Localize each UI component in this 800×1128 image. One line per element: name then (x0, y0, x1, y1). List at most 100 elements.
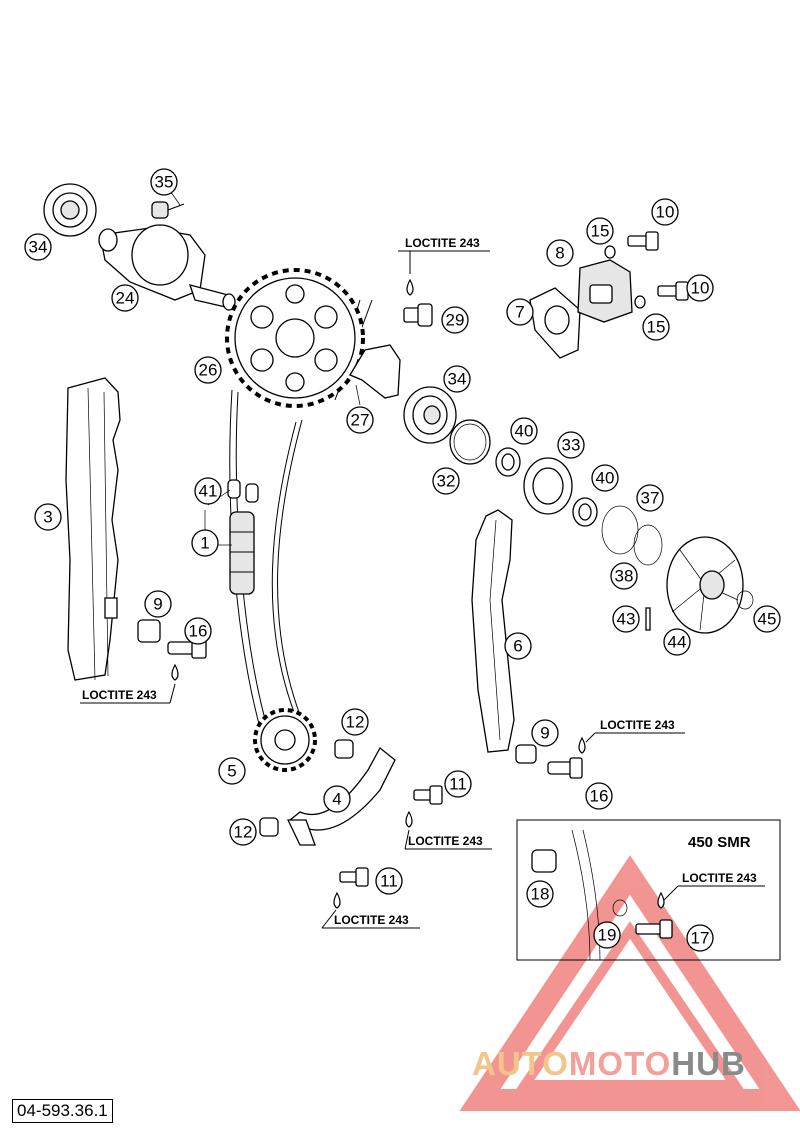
bolt-11-top (405, 785, 443, 828)
svg-text:3: 3 (43, 508, 52, 527)
svg-text:LOCTITE 243: LOCTITE 243 (408, 834, 483, 848)
svg-text:LOCTITE 243: LOCTITE 243 (82, 688, 157, 702)
loctite-note-3: LOCTITE 243 (600, 718, 675, 732)
svg-text:8: 8 (555, 244, 564, 263)
cam-sprocket-26 (225, 268, 365, 408)
callout-40-bottom: 40 (591, 464, 619, 492)
callout-16-left: 16 (184, 617, 212, 645)
loctite-note-6: LOCTITE 243 (682, 871, 757, 885)
watermark-text: AUTOMOTOHUB (472, 1045, 746, 1083)
svg-text:4: 4 (332, 790, 341, 809)
loctite-note-4: LOCTITE 243 (408, 834, 483, 848)
svg-text:19: 19 (598, 926, 617, 945)
callout-9-left: 9 (144, 590, 172, 618)
washer-15-bottom (634, 295, 646, 309)
callout-45: 45 (753, 605, 781, 633)
callout-15-top: 15 (586, 217, 614, 245)
gasket-7 (529, 287, 581, 359)
watermark-part-moto: MOTO (568, 1045, 672, 1082)
svg-text:38: 38 (615, 567, 634, 586)
callout-34-right: 34 (443, 365, 471, 393)
callout-9-right: 9 (531, 719, 559, 747)
svg-text:9: 9 (540, 724, 549, 743)
svg-text:LOCTITE 243: LOCTITE 243 (405, 236, 480, 250)
callout-19: 19 (593, 921, 621, 949)
document-number: 04-593.36.1 (12, 1099, 113, 1123)
callout-4: 4 (323, 785, 351, 813)
callout-27: 27 (346, 406, 374, 434)
svg-text:6: 6 (513, 637, 522, 656)
callout-11-top: 11 (444, 770, 472, 798)
tensioner-8 (577, 259, 633, 323)
callout-12-bottom: 12 (229, 818, 257, 846)
svg-text:1: 1 (200, 534, 209, 553)
svg-text:11: 11 (449, 775, 467, 794)
o-ring-32 (449, 419, 491, 465)
callout-43: 43 (612, 605, 640, 633)
bushing-9-left (137, 619, 161, 643)
bearing-40-top (495, 447, 521, 477)
callout-29: 29 (441, 306, 469, 334)
svg-text:26: 26 (199, 361, 218, 380)
svg-text:11: 11 (380, 872, 398, 891)
svg-text:7: 7 (515, 303, 524, 322)
inset-box (516, 819, 781, 961)
loctite-note-2: LOCTITE 243 (82, 688, 157, 702)
callout-15-bottom: 15 (642, 313, 670, 341)
svg-text:17: 17 (691, 929, 710, 948)
svg-text:10: 10 (656, 203, 675, 222)
watermark-part-auto: AUTO (472, 1045, 569, 1082)
callout-24: 24 (111, 284, 139, 312)
tensioner-block-27 (349, 344, 401, 399)
svg-text:33: 33 (562, 436, 581, 455)
callout-12-top: 12 (341, 708, 369, 736)
svg-text:27: 27 (351, 411, 370, 430)
bushing-18 (531, 849, 557, 873)
bolt-29 (403, 278, 433, 327)
pin-43 (645, 607, 651, 631)
callout-44: 44 (663, 628, 691, 656)
impeller-44 (666, 536, 744, 634)
bearing-34-left (43, 183, 97, 237)
callout-32: 32 (432, 467, 460, 495)
chain-guide-rail-6 (471, 509, 515, 753)
callout-11-bottom: 11 (375, 867, 403, 895)
bushing-12-top (334, 739, 354, 759)
svg-text:LOCTITE 243: LOCTITE 243 (600, 718, 675, 732)
bolt-10-top (627, 231, 659, 251)
bolt-16-right (547, 736, 586, 779)
svg-text:LOCTITE 243: LOCTITE 243 (334, 913, 409, 927)
svg-text:29: 29 (446, 311, 465, 330)
svg-text:32: 32 (437, 472, 456, 491)
loctite-note-5: LOCTITE 243 (334, 913, 409, 927)
washer-19 (612, 899, 628, 917)
callout-37: 37 (636, 484, 664, 512)
seal-33 (523, 457, 573, 515)
svg-text:9: 9 (153, 595, 162, 614)
chain-link-41 (227, 479, 259, 503)
svg-text:18: 18 (531, 885, 550, 904)
callout-33: 33 (557, 431, 585, 459)
chain-guide-rail-3 (65, 377, 121, 681)
callout-8: 8 (546, 239, 574, 267)
svg-text:43: 43 (617, 610, 636, 629)
camshaft-24 (98, 224, 236, 311)
svg-text:35: 35 (155, 173, 174, 192)
o-ring-38 (601, 505, 639, 555)
callout-3: 3 (34, 503, 62, 531)
callout-26: 26 (194, 356, 222, 384)
inset-title: 450 SMR (688, 834, 751, 851)
svg-text:12: 12 (234, 823, 253, 842)
svg-text:15: 15 (647, 318, 666, 337)
svg-text:LOCTITE 243: LOCTITE 243 (682, 871, 757, 885)
loctite-note-1: LOCTITE 243 (405, 236, 480, 250)
circlip-45 (736, 590, 754, 610)
svg-text:5: 5 (227, 762, 236, 781)
callout-34-left: 34 (24, 233, 52, 261)
callout-38: 38 (610, 562, 638, 590)
callout-18: 18 (526, 880, 554, 908)
callout-35: 35 (150, 168, 178, 196)
bolt-11-bottom (333, 867, 369, 909)
crank-sprocket-5 (253, 708, 317, 772)
